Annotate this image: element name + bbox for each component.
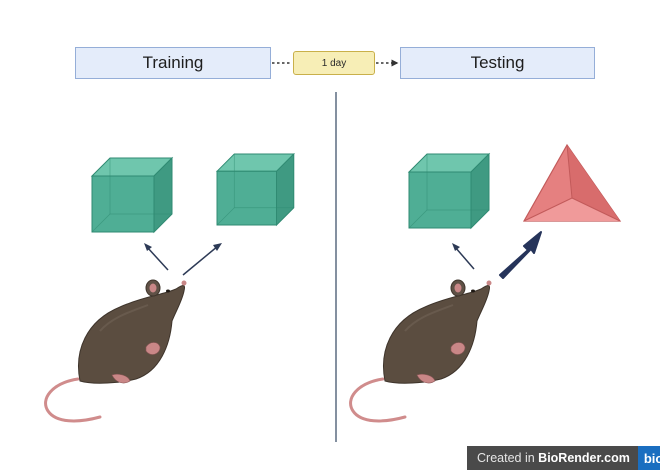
biorender-logo: bio [638, 446, 660, 470]
watermark-prefix: Created in [477, 451, 535, 465]
training-rat [46, 280, 187, 421]
training-gaze-arrow-left [144, 243, 168, 270]
testing-phase-label: Testing [400, 47, 595, 79]
training-cube-right [217, 154, 294, 225]
testing-gaze-arrow-novel [500, 232, 541, 278]
testing-cube [409, 154, 489, 228]
novel-triangle-object [524, 145, 620, 221]
testing-gaze-arrow-familiar [452, 243, 474, 269]
training-gaze-arrow-right [183, 243, 222, 275]
watermark-text: Created in BioRender.com [467, 446, 638, 470]
training-cube-left [92, 158, 172, 232]
delay-label: 1 day [293, 51, 375, 75]
testing-rat [351, 280, 492, 421]
training-phase-label: Training [75, 47, 271, 79]
watermark-brand: BioRender.com [538, 451, 630, 465]
biorender-watermark[interactable]: Created in BioRender.com bio [467, 446, 660, 470]
